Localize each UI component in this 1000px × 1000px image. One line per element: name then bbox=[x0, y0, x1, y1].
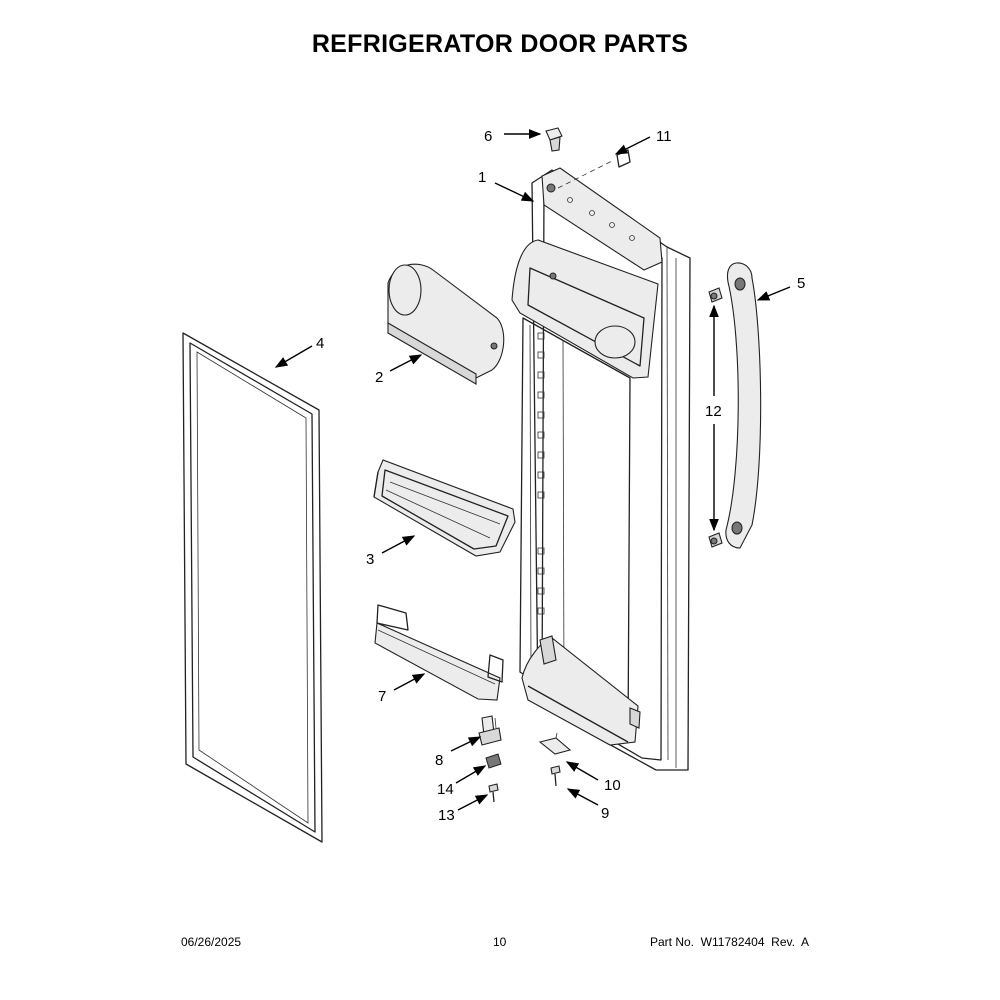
part-14-door-stop bbox=[485, 753, 502, 769]
callout-2: 2 bbox=[375, 369, 383, 386]
part-4-door-gasket bbox=[182, 332, 323, 843]
arrow-3 bbox=[381, 535, 416, 554]
callout-13: 13 bbox=[438, 807, 455, 824]
callout-5: 5 bbox=[797, 275, 805, 292]
part-13-screw bbox=[488, 783, 499, 803]
arrow-5 bbox=[756, 286, 791, 301]
part-11-plug bbox=[557, 149, 631, 189]
arrow-14 bbox=[455, 765, 487, 784]
callout-14: 14 bbox=[437, 781, 454, 798]
callout-11: 11 bbox=[656, 128, 672, 145]
callout-4: 4 bbox=[316, 335, 324, 352]
callout-9: 9 bbox=[601, 805, 609, 822]
callout-12: 12 bbox=[705, 403, 722, 420]
leader-arrows bbox=[274, 129, 791, 811]
part-7-shelf-rail bbox=[374, 604, 504, 701]
arrow-10 bbox=[565, 761, 599, 781]
part-10-hinge-bracket bbox=[538, 732, 572, 755]
arrow-11 bbox=[614, 136, 651, 155]
arrow-9 bbox=[566, 788, 599, 806]
part-8-hinge-bushing bbox=[478, 715, 502, 746]
arrow-1 bbox=[494, 182, 535, 202]
callout-8: 8 bbox=[435, 752, 443, 769]
part-1-door-assembly bbox=[511, 167, 691, 771]
door-rail-tabs bbox=[537, 332, 545, 615]
callout-labels: 6 11 1 5 4 2 12 3 7 8 14 13 10 9 bbox=[316, 128, 805, 824]
callout-1: 1 bbox=[478, 169, 486, 186]
part-5-door-handle bbox=[708, 262, 762, 549]
footer-date: 06/26/2025 bbox=[181, 935, 242, 949]
arrow-4 bbox=[274, 345, 313, 368]
callout-10: 10 bbox=[604, 777, 621, 794]
page-title: REFRIGERATOR DOOR PARTS bbox=[311, 30, 689, 58]
part-9-screw bbox=[550, 765, 561, 787]
arrow-7 bbox=[393, 673, 426, 691]
footer-part-number: Part No. W11782404 Rev. A bbox=[650, 935, 809, 949]
arrow-13 bbox=[457, 794, 489, 811]
arrow-2 bbox=[389, 354, 423, 372]
footer-page-number: 10 bbox=[493, 935, 507, 949]
callout-6: 6 bbox=[484, 128, 492, 145]
part-2-dairy-bin-cover bbox=[387, 263, 505, 385]
callout-3: 3 bbox=[366, 551, 374, 568]
callout-7: 7 bbox=[378, 688, 386, 705]
part-6-hinge-pin bbox=[545, 127, 563, 152]
arrow-8 bbox=[450, 736, 482, 752]
part-3-door-bin bbox=[373, 459, 516, 557]
